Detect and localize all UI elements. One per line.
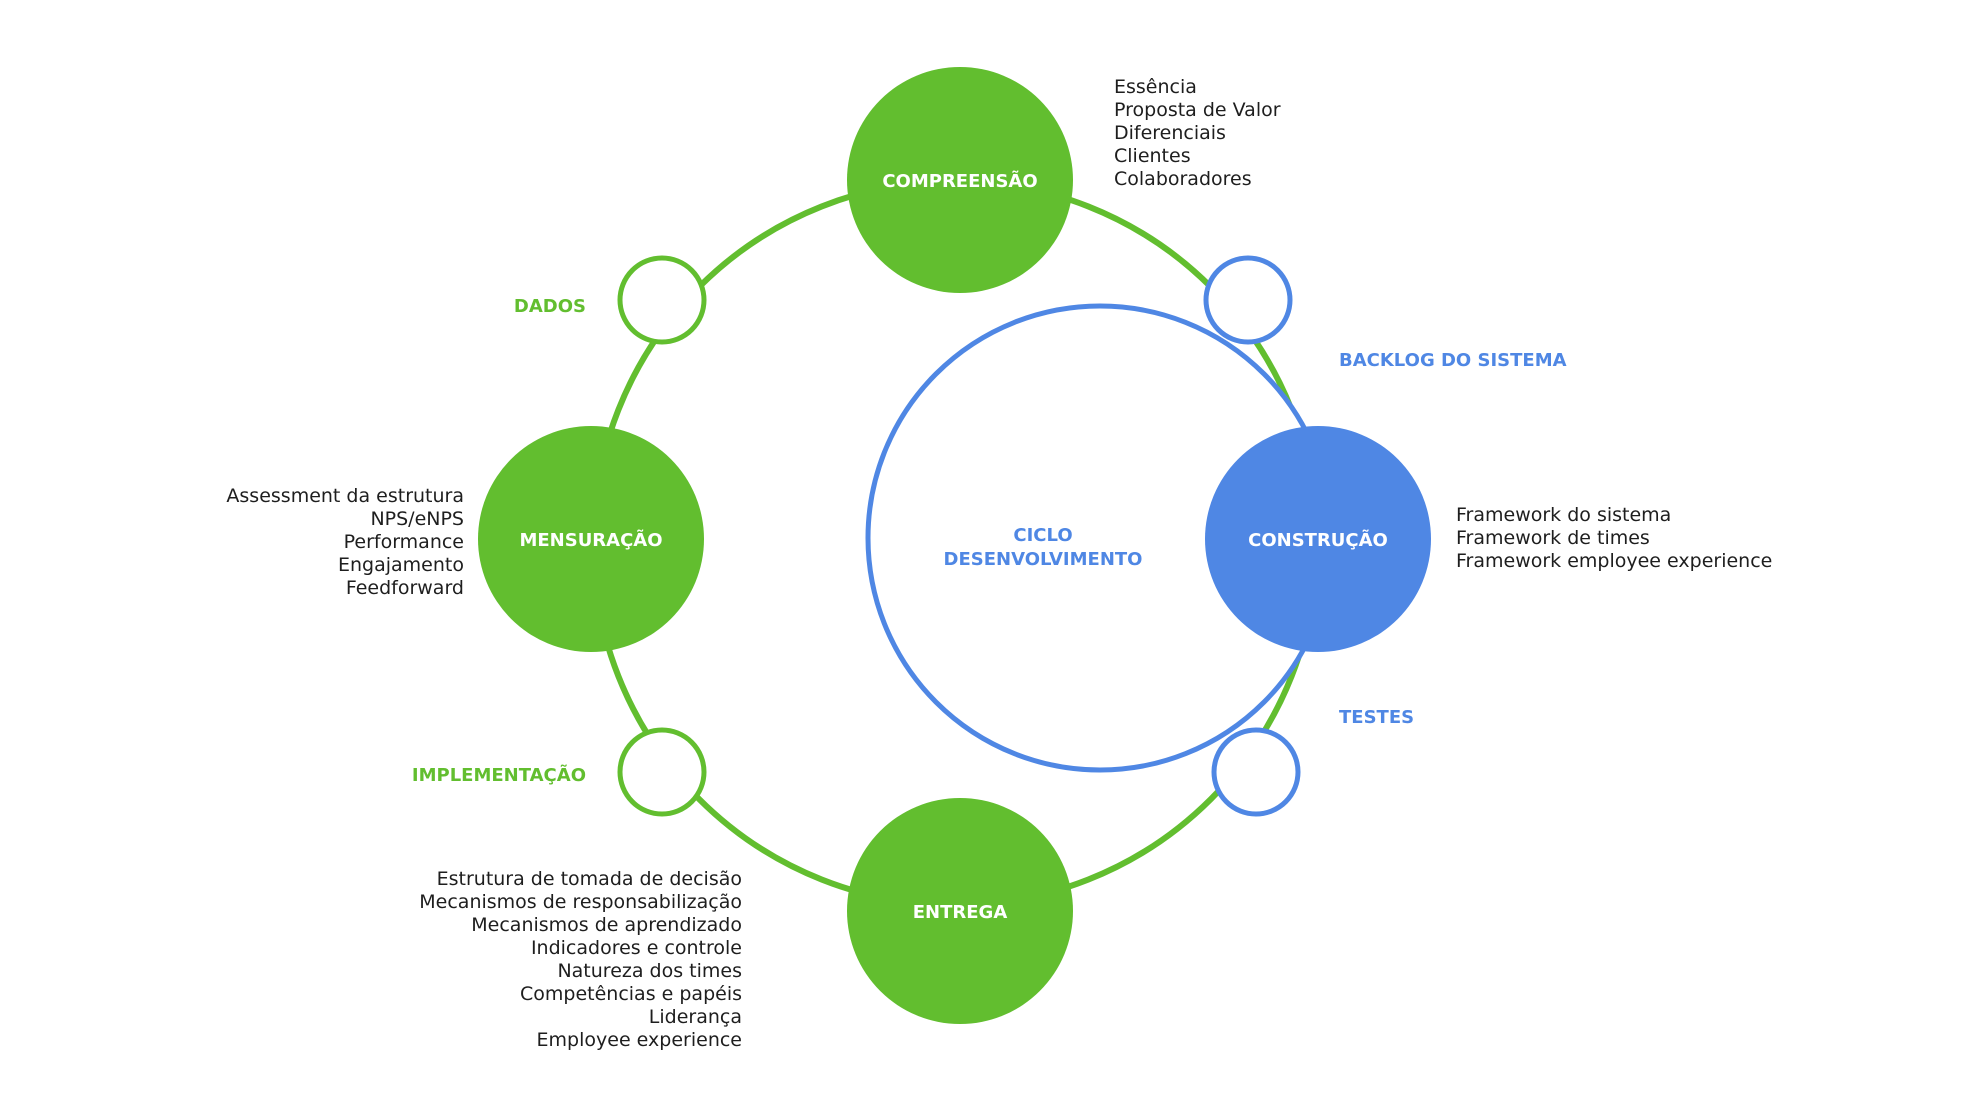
dados-label: DADOS [514, 296, 586, 317]
list-item: Essência [1114, 76, 1197, 98]
entrega-items-list: Estrutura de tomada de decisão Mecanismo… [419, 868, 742, 1051]
list-item: Proposta de Valor [1114, 99, 1281, 121]
center-title-line-1: CICLO [1013, 525, 1072, 546]
mensuracao-label: MENSURAÇÃO [519, 528, 662, 551]
list-item: Competências e papéis [520, 983, 742, 1005]
backlog-connector-circle [1203, 255, 1293, 345]
center-title-line-2: DESENVOLVIMENTO [944, 549, 1143, 570]
implementacao-label: IMPLEMENTAÇÃO [412, 763, 586, 786]
testes-connector-circle [1211, 727, 1301, 817]
implementacao-connector-circle [617, 727, 707, 817]
list-item: Framework do sistema [1456, 504, 1671, 526]
list-item: Feedforward [346, 577, 464, 599]
mensuracao-node [478, 426, 704, 652]
list-item: Assessment da estrutura [226, 485, 464, 507]
list-item: Estrutura de tomada de decisão [437, 868, 742, 890]
list-item: Natureza dos times [557, 960, 742, 982]
backlog-label: BACKLOG DO SISTEMA [1339, 350, 1567, 371]
construcao-label: CONSTRUÇÃO [1248, 528, 1388, 551]
compreensao-items-list: Essência Proposta de Valor Diferenciais … [1114, 76, 1281, 190]
entrega-node [847, 798, 1073, 1024]
list-item: Engajamento [338, 554, 464, 576]
list-item: Performance [344, 531, 464, 553]
construcao-node [1205, 426, 1431, 652]
list-item: Indicadores e controle [531, 937, 742, 959]
list-item: Framework de times [1456, 527, 1650, 549]
list-item: Mecanismos de aprendizado [471, 914, 742, 936]
list-item: Employee experience [537, 1029, 742, 1051]
list-item: Framework employee experience [1456, 550, 1772, 572]
list-item: Mecanismos de responsabilização [419, 891, 742, 913]
testes-label: TESTES [1339, 707, 1414, 728]
compreensao-label: COMPREENSÃO [882, 169, 1037, 192]
compreensao-node [847, 67, 1073, 293]
list-item: Liderança [649, 1006, 742, 1028]
list-item: Diferenciais [1114, 122, 1226, 144]
list-item: Clientes [1114, 145, 1191, 167]
list-item: NPS/eNPS [370, 508, 464, 530]
dados-connector-circle [617, 255, 707, 345]
entrega-label: ENTREGA [913, 902, 1008, 923]
list-item: Colaboradores [1114, 168, 1252, 190]
construcao-items-list: Framework do sistema Framework de times … [1456, 504, 1772, 572]
mensuracao-items-list: Assessment da estrutura NPS/eNPS Perform… [226, 485, 464, 599]
